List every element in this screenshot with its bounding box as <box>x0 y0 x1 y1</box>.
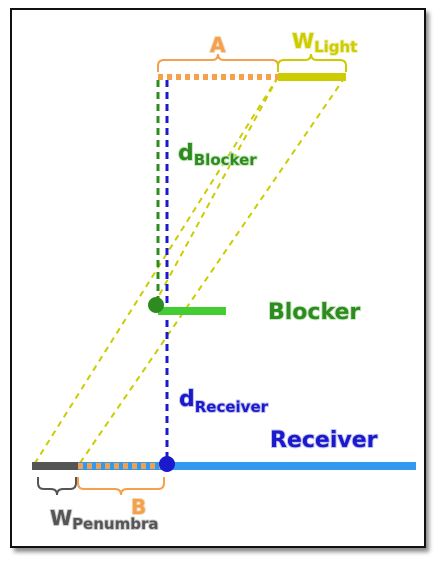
label-blocker: Blocker <box>268 300 360 325</box>
label-d-receiver: dReceiver <box>179 387 269 416</box>
blocker-dot <box>148 297 164 313</box>
brace-w-penumbra <box>37 477 77 496</box>
label-d-blocker-sub: Blocker <box>194 151 258 169</box>
label-d-receiver-sub: Receiver <box>195 398 269 416</box>
penumbra-bar <box>32 462 78 470</box>
label-w-light-main: W <box>292 29 314 53</box>
light-source-bar <box>278 73 346 81</box>
receiver-bar <box>32 462 416 470</box>
label-w-light: WLight <box>292 29 357 56</box>
projection-line-2 <box>79 76 346 464</box>
label-w-penumbra-main: W <box>50 506 72 530</box>
label-w-penumbra-sub: Penumbra <box>72 515 158 533</box>
projection-line-3 <box>154 76 279 304</box>
label-d-blocker-main: d <box>178 141 194 166</box>
label-a: A <box>210 33 226 57</box>
blocker-bar <box>158 307 226 315</box>
label-receiver: Receiver <box>270 428 378 453</box>
receiver-dot <box>159 456 175 472</box>
brace-a <box>157 53 279 72</box>
label-d-receiver-main: d <box>179 387 195 412</box>
brace-b <box>77 477 165 496</box>
label-b: B <box>131 495 146 519</box>
brace-w-light <box>277 53 347 72</box>
label-d-blocker: dBlocker <box>178 141 257 169</box>
label-w-penumbra: WPenumbra <box>50 506 158 533</box>
label-w-light-sub: Light <box>314 38 357 56</box>
frame-border <box>10 8 426 548</box>
